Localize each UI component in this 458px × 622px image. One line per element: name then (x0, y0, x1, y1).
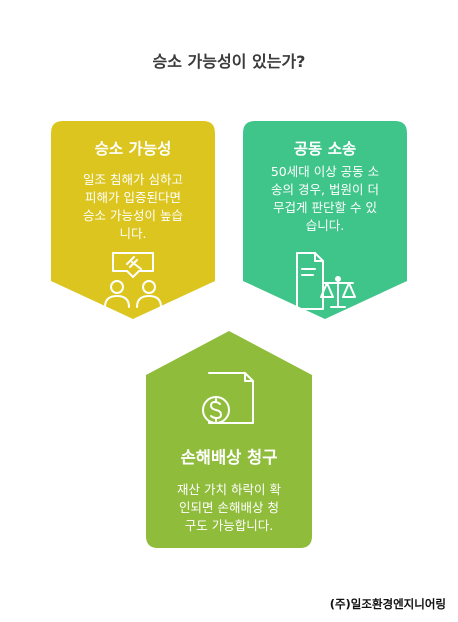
card-shape (243, 121, 407, 319)
card-title: 승소 가능성 (94, 140, 172, 158)
card-damage-claim: 손해배상 청구 재산 가치 하락이 확 인되면 손해배상 청 구도 가능합니다. (146, 331, 312, 548)
card-win-possibility: 승소 가능성 일조 침해가 심하고 피해가 입증된다면 승소 가능성이 높습 니… (51, 121, 215, 319)
company-footer: (주)일조환경엔지니어링 (329, 597, 446, 611)
card-title: 손해배상 청구 (180, 448, 278, 467)
card-joint-lawsuit: 공동 소송 50세대 이상 공동 소 송의 경우, 법원이 더 무겁게 판단할 … (243, 121, 407, 319)
document-scale-icon (296, 252, 356, 310)
card-shape (146, 331, 312, 548)
card-description: 일조 침해가 심하고 피해가 입증된다면 승소 가능성이 높습 니다. (83, 172, 183, 241)
card-description: 50세대 이상 공동 소 송의 경우, 법원이 더 무겁게 판단할 수 있 습니… (270, 164, 380, 233)
diagram-title: 승소 가능성이 있는가? (152, 52, 306, 71)
card-title: 공동 소송 (293, 140, 357, 158)
card-description: 재산 가치 하락이 확 인되면 손해배상 청 구도 가능합니다. (177, 482, 281, 533)
judge-gavel-people-icon (104, 252, 162, 308)
dollar-document-icon (202, 372, 254, 424)
card-shape (51, 121, 215, 319)
